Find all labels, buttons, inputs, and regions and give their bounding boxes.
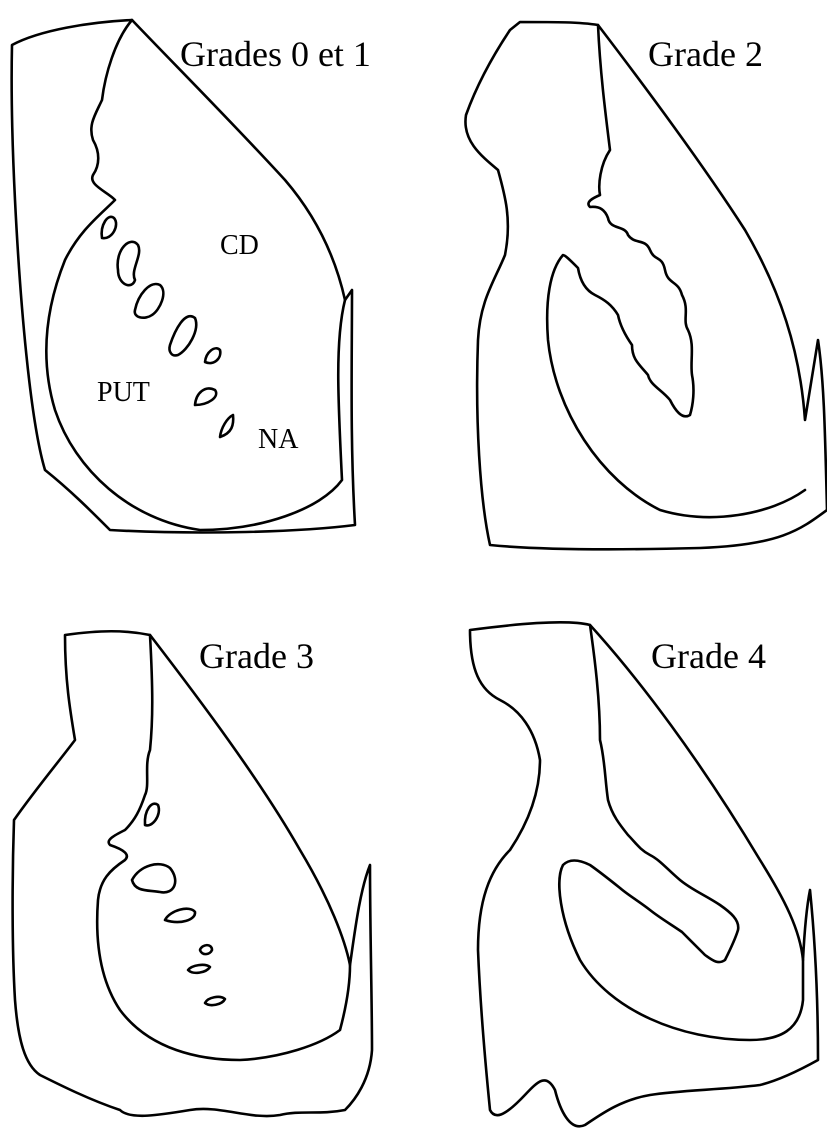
panel-3-title: Grade 3 (199, 636, 314, 676)
bridge-4 (200, 945, 212, 954)
bridge-7 (220, 415, 233, 437)
panel-3-caudate-boundary (97, 635, 350, 1060)
bridge-5 (205, 348, 220, 363)
panel-grade-3: Grade 3 (13, 631, 372, 1116)
bridge-3 (135, 284, 164, 318)
panel-4-title: Grade 4 (651, 636, 766, 676)
bridge-2 (118, 242, 140, 285)
bridge-5 (188, 965, 210, 973)
panel-2-title: Grade 2 (648, 34, 763, 74)
bridge-4 (169, 316, 196, 355)
bridge-6 (205, 997, 225, 1005)
panel-2-outer-section (465, 22, 827, 549)
panel-grade-4: Grade 4 (470, 622, 818, 1126)
panel-1-title: Grades 0 et 1 (180, 34, 371, 74)
panel-4-outer-section (470, 622, 818, 1126)
caudate-label: CD (220, 230, 259, 261)
bridge-2 (132, 864, 175, 892)
bridge-6 (195, 388, 216, 405)
panel-4-caudate-boundary (559, 625, 803, 1040)
panel-1-outer-section (12, 20, 355, 532)
panel-3-gray-matter-bridges (132, 804, 225, 1005)
bridge-1 (102, 217, 116, 238)
bridge-1 (145, 804, 159, 826)
bridge-3 (165, 909, 195, 922)
panel-1-caudate-boundary (46, 20, 345, 530)
panel-grades-0-1: Grades 0 et 1 CD PUT NA (12, 20, 371, 532)
panel-grade-2: Grade 2 (465, 22, 827, 549)
accumbens-label: NA (258, 424, 299, 455)
putamen-label: PUT (97, 377, 150, 408)
